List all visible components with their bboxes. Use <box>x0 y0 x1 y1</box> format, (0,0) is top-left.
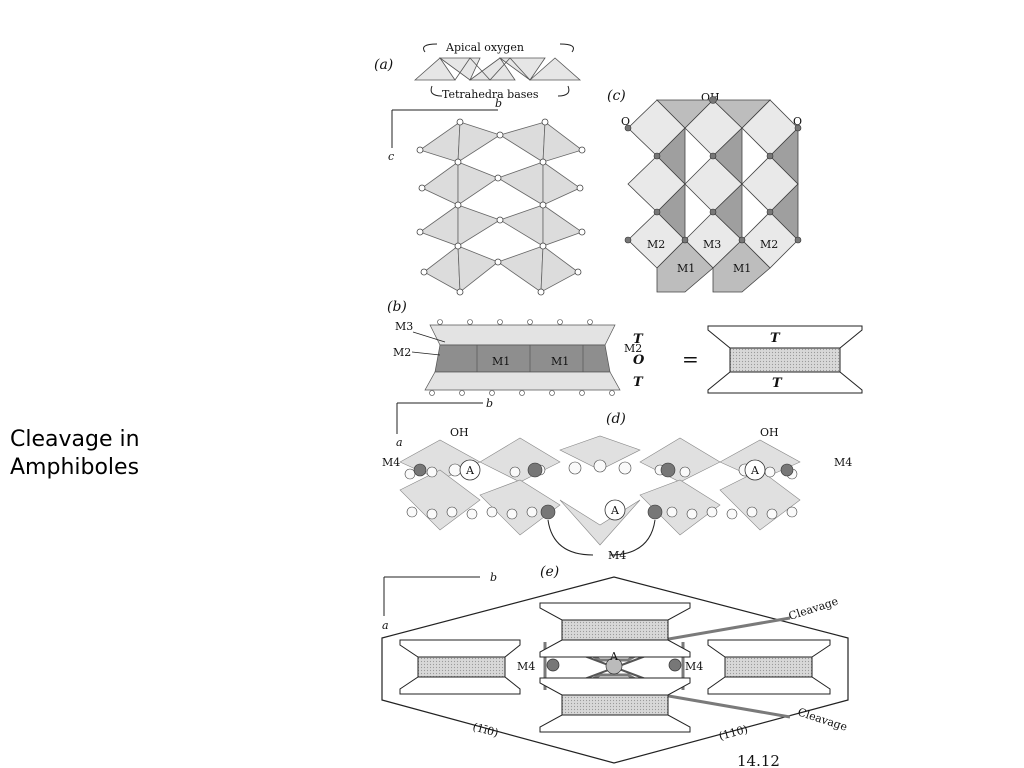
i-beam-t-top: T <box>770 331 781 346</box>
cleavage-label-top: Cleavage <box>787 595 840 623</box>
panel-c-o-right: O <box>793 115 802 128</box>
figure-number: 14.12 <box>737 752 780 768</box>
panel-e-tag: (e) <box>540 564 559 580</box>
octahedral-sheet <box>627 99 799 293</box>
apical-oxygen-label: Apical oxygen <box>445 41 524 54</box>
panel-d-oh-right: OH <box>760 426 779 439</box>
panel-b-tag: (b) <box>387 299 407 315</box>
panel-b-m2-right: M2 <box>624 342 642 355</box>
panel-c-m3: M3 <box>703 238 721 251</box>
panel-d-m4-right: M4 <box>834 456 852 469</box>
panel-e-m4-right: M4 <box>685 660 703 673</box>
panel-e-axis-a: a <box>382 619 389 632</box>
panel-b-axis-b: b <box>486 397 493 410</box>
panel-d-tag: (d) <box>606 411 626 427</box>
panel-c-m2-left: M2 <box>647 238 665 251</box>
tetrahedra-side-view <box>413 57 582 81</box>
panel-d-a-center: A <box>610 504 620 517</box>
panel-a: (a) Apical oxygen Tetrahedra bases b c <box>374 41 586 296</box>
panel-c: (c) OH O O <box>607 88 802 293</box>
panel-d-oh-left: OH <box>450 426 469 439</box>
panel-b-m3: M3 <box>395 320 413 333</box>
i-beam-t-bottom: T <box>772 376 783 391</box>
panel-d-axis-a: a <box>396 436 403 449</box>
panel-e-m4-left: M4 <box>517 660 535 673</box>
panel-d-m4-bottom: M4 <box>608 549 626 562</box>
panel-a-axis-c: c <box>388 150 394 163</box>
panel-c-m1-right: M1 <box>733 262 751 275</box>
panel-e-a: A <box>609 650 619 663</box>
panel-d-a-left: A <box>465 464 475 477</box>
panel-d-a-right: A <box>750 464 760 477</box>
panel-d: (d) a OH OH M4 M4 <box>382 411 852 562</box>
panel-b-m1-left: M1 <box>492 355 510 368</box>
panel-e-axis-b: b <box>490 571 497 584</box>
panel-c-o-left: O <box>621 115 630 128</box>
panel-b-equals: = <box>682 347 699 371</box>
panel-a-axis-b: b <box>495 97 502 110</box>
slide-title: Cleavage in Amphiboles <box>10 427 140 480</box>
panel-b-t-top: T <box>633 332 644 347</box>
panel-c-m2-right: M2 <box>760 238 778 251</box>
cleavage-label-bottom: Cleavage <box>796 705 849 733</box>
i-beam-schematic <box>707 325 863 394</box>
panel-d-m4-left: M4 <box>382 456 400 469</box>
panel-e: (e) b a <box>381 564 849 764</box>
panel-b-o: O <box>633 353 645 368</box>
tetrahedra-bases-label: Tetrahedra bases <box>442 88 539 101</box>
panel-b-m1-right: M1 <box>551 355 569 368</box>
panel-c-m1-left: M1 <box>677 262 695 275</box>
panel-b-m2-left: M2 <box>393 346 411 359</box>
panel-b-t-bottom: T <box>633 375 644 390</box>
panel-b: (b) M3 M2 M1 M1 M2 T O T = <box>387 299 863 434</box>
panel-a-tag: (a) <box>374 57 393 73</box>
double-chain <box>419 121 583 293</box>
panel-c-tag: (c) <box>607 88 626 104</box>
